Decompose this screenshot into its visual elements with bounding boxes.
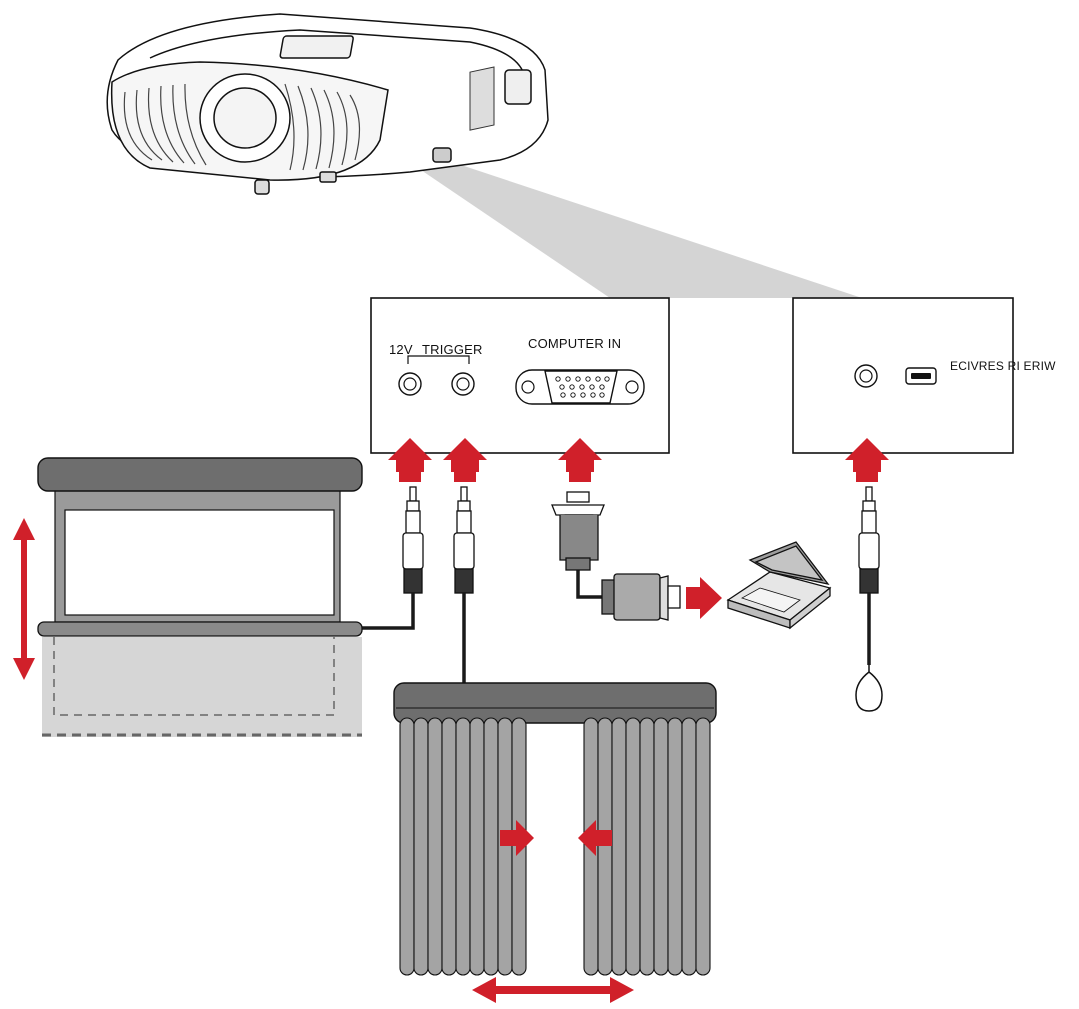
arrow-vertical-screen — [13, 518, 35, 680]
motorized-curtain-icon — [393, 682, 717, 976]
label-computer-in: COMPUTER IN — [528, 336, 622, 351]
side-panel — [792, 297, 1014, 454]
projection-screen-icon — [37, 457, 363, 737]
label-trigger: TRIGGER — [422, 342, 483, 357]
ir-receiver-icon — [855, 665, 883, 712]
vga-port — [515, 369, 645, 405]
trigger-jack-2 — [451, 372, 475, 396]
arrow-up-trigger-2 — [443, 438, 487, 482]
projector-icon — [106, 13, 549, 195]
label-12v: 12V — [389, 342, 413, 357]
audio-jack-ir — [858, 486, 880, 594]
arrow-curtain-close-right — [500, 820, 534, 856]
micro-usb-port — [905, 367, 937, 385]
arrow-up-wired-ir — [845, 438, 889, 482]
cables — [358, 570, 871, 685]
arrow-right-laptop — [686, 577, 722, 619]
rear-panel — [370, 297, 670, 454]
vga-cable-icon — [551, 491, 681, 621]
arrow-up-trigger-1 — [388, 438, 432, 482]
audio-jack-2 — [453, 486, 475, 594]
arrow-horizontal-curtain — [472, 977, 634, 1003]
arrow-up-computer-in — [558, 438, 602, 482]
arrow-curtain-close-left — [578, 820, 612, 856]
light-beam — [418, 160, 862, 298]
trigger-jack-1 — [398, 372, 422, 396]
laptop-icon — [726, 541, 832, 630]
label-wired-ir: ECIVRES RI ERIW — [950, 359, 1056, 373]
audio-jack-1 — [402, 486, 424, 594]
